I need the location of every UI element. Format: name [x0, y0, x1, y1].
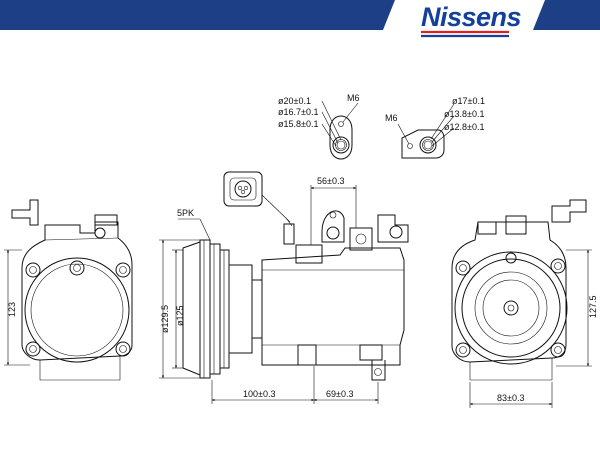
dim-height-right: 127.5 — [588, 295, 598, 318]
right-view-rear: 127.5 83±0.3 — [451, 199, 598, 408]
dim-length-front: 100±0.3 — [243, 389, 275, 399]
dim-d20: ø20±0.1 — [278, 96, 311, 106]
brand-name: Nissens — [421, 2, 522, 32]
dim-body-diameter: ø125 — [175, 305, 185, 326]
header-banner — [0, 0, 600, 30]
left-view-front: 123 — [4, 199, 133, 381]
dim-height-left: 123 — [7, 302, 17, 317]
nissens-logo: Nissens — [421, 2, 522, 38]
dim-m6-right: M6 — [385, 113, 398, 123]
dim-d13-8: ø13.8±0.1 — [444, 109, 484, 119]
dim-d16-7: ø16.7±0.1 — [278, 107, 318, 117]
dim-width-right: 83±0.3 — [497, 393, 524, 403]
detail-connector — [223, 171, 291, 223]
detail-fitting-right: ø17±0.1 ø13.8±0.1 ø12.8±0.1 M6 — [385, 96, 485, 159]
dim-length-rear: 69±0.3 — [326, 389, 353, 399]
dim-d17: ø17±0.1 — [452, 96, 485, 106]
dim-port-spacing: 56±0.3 — [317, 176, 344, 186]
dim-pulley-diameter: ø129.5 — [160, 305, 170, 333]
dim-m6-left: M6 — [347, 93, 360, 103]
detail-fitting-left: ø20±0.1 ø16.7±0.1 ø15.8±0.1 M6 — [278, 93, 360, 160]
dim-d12-8: ø12.8±0.1 — [444, 122, 484, 132]
dim-d15-8: ø15.8±0.1 — [278, 119, 318, 129]
center-view-side: 5PK 56±0.3 ø129.5 ø125 100±0.3 69±0.3 — [159, 176, 409, 404]
label-5pk: 5PK — [177, 208, 194, 218]
